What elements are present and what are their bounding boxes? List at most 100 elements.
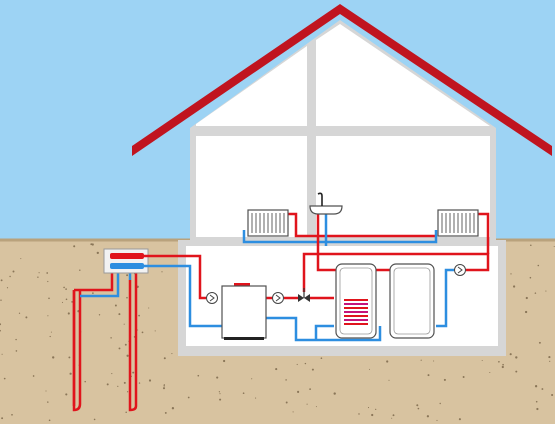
ground-speck [388, 379, 390, 381]
attic-room [196, 46, 307, 126]
manifold-hot-bar [110, 253, 144, 259]
ground-speck [162, 387, 166, 390]
ground-speck [84, 380, 86, 383]
ground-speck [15, 350, 18, 352]
ground-speck [436, 419, 438, 421]
ground-speck [297, 390, 300, 393]
ground-speck [163, 357, 166, 360]
ground-speck [117, 385, 119, 387]
ground-speck [125, 411, 127, 413]
ground-speck [458, 418, 461, 421]
ground-speck [126, 296, 128, 299]
ground-speck [37, 276, 39, 278]
ground-speck [367, 407, 370, 409]
ground-speck [48, 419, 51, 422]
house-upper-floor [190, 20, 496, 240]
ground-speck [242, 392, 245, 395]
ground-speck [63, 286, 65, 289]
ground-speck [391, 417, 393, 419]
ground-speck [187, 396, 190, 399]
ground-speck [315, 406, 317, 408]
pipe-radiator-left-feed [288, 212, 436, 238]
heat-pump-top-cap [234, 283, 250, 287]
ground-speck [6, 287, 9, 289]
ground-speck [154, 330, 156, 332]
ground-speck [368, 368, 371, 370]
ground-speck [524, 310, 528, 314]
ground-speck [73, 245, 76, 248]
ground-speck [392, 414, 395, 417]
ground-speck [148, 307, 150, 309]
ground-speck [47, 401, 49, 403]
ground-speck [65, 298, 68, 301]
ground-speck [536, 407, 539, 411]
circulation-pump-icon [206, 264, 466, 304]
faucet-icon [309, 192, 343, 215]
radiator-right-fins [441, 213, 475, 233]
faucet-spout [317, 192, 323, 206]
ground-speck [416, 404, 419, 407]
pipe-radiator-right-feed [478, 212, 490, 254]
ground-speck [255, 397, 257, 399]
ground-speck [92, 292, 94, 294]
ground-speck [118, 347, 121, 350]
ground-speck [426, 415, 430, 418]
ground-speck [25, 316, 28, 319]
ground-speck [126, 274, 129, 277]
ground-speck [515, 356, 518, 359]
ground-speck [79, 269, 81, 271]
ground-speck [417, 407, 420, 410]
ground-speck [71, 301, 73, 303]
ground-speck [530, 244, 532, 246]
attic-room-right [316, 24, 490, 126]
ground-speck [534, 292, 537, 294]
ground-speck [551, 393, 554, 397]
ground-speck [138, 382, 141, 384]
tank-heating-coil [344, 299, 368, 325]
ground-speck [171, 407, 175, 410]
ground-speck [498, 360, 500, 363]
ground-speck [20, 258, 22, 260]
ground-speck [50, 331, 52, 333]
radiator-left-fins [251, 213, 285, 233]
ground-speck [138, 314, 140, 317]
ground-speck [61, 301, 64, 303]
ground-speck [439, 402, 441, 405]
ground-speck [538, 341, 541, 344]
ground-speck [123, 323, 125, 325]
ground-speck [9, 275, 11, 278]
heat-pump-body [221, 285, 267, 339]
ground-speck [1, 417, 4, 420]
ground-speck [161, 271, 163, 273]
ground-speck [65, 393, 68, 396]
ground-speck [309, 388, 311, 390]
ground-speck [114, 304, 117, 307]
ground-speck [12, 270, 15, 273]
ground-speck [32, 375, 35, 377]
ground-speck [433, 360, 435, 362]
ground-speck [553, 245, 555, 248]
ground-speck [545, 290, 547, 292]
ground-speck [427, 374, 430, 377]
ground-speck [148, 379, 152, 382]
ground-speck [515, 370, 518, 373]
ground-speck [52, 356, 55, 359]
ground-speck [548, 356, 551, 359]
pipe-tank-cold [314, 324, 334, 340]
ground-speck [18, 312, 21, 314]
ground-speck [358, 413, 360, 415]
probe-feed-left-2 [80, 272, 120, 298]
ground-speck [106, 383, 109, 386]
ground-speck [110, 337, 112, 339]
ground-speck [67, 312, 70, 315]
ground-speck [47, 315, 49, 317]
pipe-hp-return [252, 316, 382, 342]
ground-speck [512, 285, 516, 288]
pipe-radiator-cold [242, 230, 438, 244]
ground-speck [296, 363, 298, 366]
ground-speck [275, 368, 278, 371]
ground-speck [529, 276, 532, 279]
ground-speck [535, 400, 538, 403]
ground-speck [0, 323, 2, 326]
